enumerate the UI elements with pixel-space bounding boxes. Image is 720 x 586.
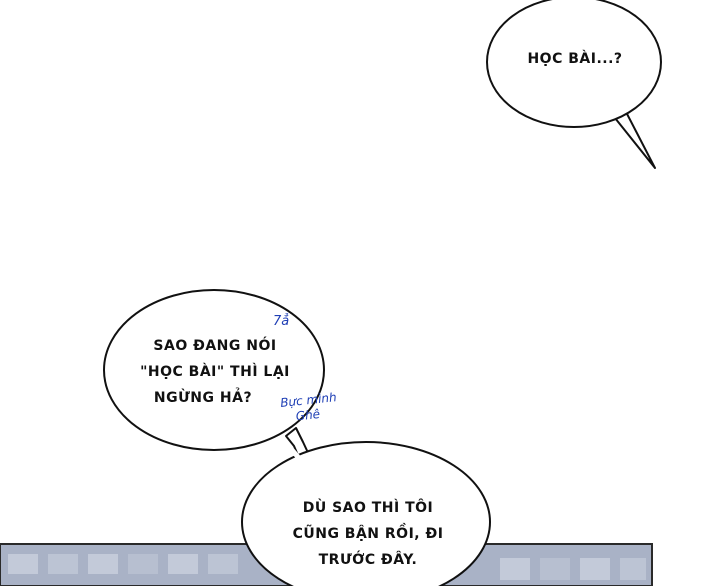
bubble-bottom-text: DÙ SAO THÌ TÔI CŨNG BẬN RỒI, ĐI TRƯỚC ĐÂ… (268, 495, 468, 573)
handwritten-note: Bực mình Ghê (280, 390, 339, 426)
speech-bubble-left (103, 289, 325, 451)
bubble-left-line-3: NGỪNG HẢ? (153, 390, 253, 406)
bubble-bottom-line-3: TRƯỚC ĐÂY. (318, 552, 418, 568)
bubble-bottom-line-2: CŨNG BẬN RỒI, ĐI (292, 526, 444, 542)
bubble-top-right-line: HỌC BÀI...? (527, 51, 623, 67)
bubble-left-line-1: SAO ĐANG NÓI (153, 338, 277, 354)
speech-bubble-top-right (486, 0, 662, 169)
speech-bubble-bottom (241, 441, 491, 586)
bubble-left-line-2: "HỌC BÀI" THÌ LẠI (140, 364, 290, 380)
bubble-left-text: SAO ĐANG NÓI "HỌC BÀI" THÌ LẠI NGỪNG HẢ? (120, 333, 310, 411)
handwritten-mark: 7ẳ (273, 314, 290, 329)
bubble-bottom-line-1: DÙ SAO THÌ TÔI (302, 500, 434, 516)
bubble-top-right-text: HỌC BÀI...? (500, 46, 650, 72)
